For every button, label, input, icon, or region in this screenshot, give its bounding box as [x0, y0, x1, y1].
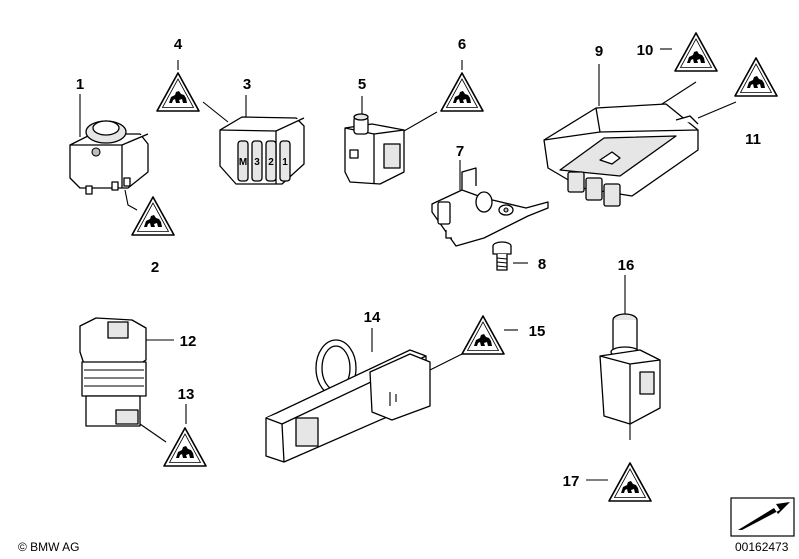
- part-12-connector-housing[interactable]: [79, 317, 147, 427]
- drawing-number: 00162473: [735, 540, 789, 554]
- part-5-push-switch[interactable]: [344, 113, 405, 185]
- lead-line-15a: [429, 351, 467, 371]
- callout-9: 9: [595, 43, 603, 60]
- callout-7: 7: [456, 143, 464, 160]
- part-14-sensor-strip[interactable]: [265, 339, 431, 463]
- lead-line-2: [124, 189, 138, 211]
- warning-triangle-icon-13: [163, 427, 207, 467]
- callout-4: 4: [174, 36, 183, 53]
- memory-button-label-1: 1: [282, 157, 288, 168]
- lead-line-4: [202, 101, 229, 123]
- view-direction-arrow-icon: [730, 497, 795, 537]
- warning-triangle-icon-2: [131, 196, 175, 236]
- callout-11: 11: [745, 131, 761, 148]
- part-7-bracket[interactable]: [431, 167, 549, 247]
- callout-13: 13: [178, 386, 195, 403]
- part-9-control-module[interactable]: [543, 103, 699, 207]
- warning-triangle-icon-15: [461, 315, 505, 355]
- callout-8: 8: [538, 256, 546, 273]
- callout-14: 14: [364, 309, 381, 326]
- callout-5: 5: [358, 76, 366, 93]
- callout-12: 12: [180, 333, 197, 350]
- part-3-memory-switch[interactable]: M 3 2 1: [219, 116, 305, 185]
- callout-15: 15: [529, 323, 546, 340]
- callout-2: 2: [151, 259, 159, 276]
- warning-triangle-icon-11: [734, 57, 778, 97]
- lead-line-13b: [139, 423, 167, 443]
- callout-17: 17: [563, 473, 580, 490]
- warning-triangle-icon-6: [440, 72, 484, 112]
- part-16-plunger-switch[interactable]: [599, 313, 661, 425]
- memory-button-label-m: M: [239, 157, 247, 168]
- warning-triangle-icon-4: [156, 72, 200, 112]
- callout-6: 6: [458, 36, 466, 53]
- copyright-text: © BMW AG: [18, 540, 80, 554]
- lead-line-6: [403, 111, 438, 132]
- warning-triangle-icon-17: [608, 462, 652, 502]
- lead-line-10: [661, 81, 697, 105]
- part-1-seat-switch[interactable]: [69, 120, 149, 195]
- callout-3: 3: [243, 76, 251, 93]
- callout-16: 16: [618, 257, 635, 274]
- memory-button-label-2: 2: [268, 157, 274, 168]
- callout-10: 10: [637, 42, 654, 59]
- callout-1: 1: [76, 76, 84, 93]
- memory-button-label-3: 3: [254, 157, 260, 168]
- lead-line-11: [697, 101, 737, 119]
- warning-triangle-icon-10: [674, 32, 718, 72]
- part-8-screw[interactable]: [492, 241, 512, 271]
